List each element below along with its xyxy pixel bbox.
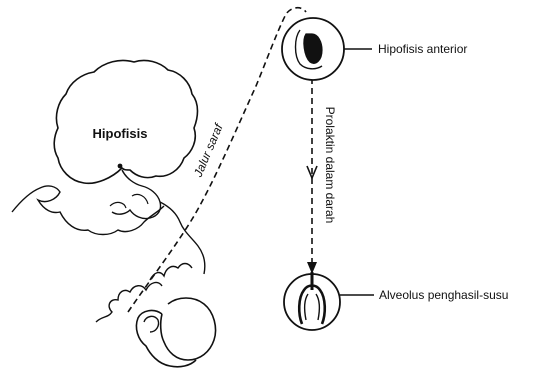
prolactin-label: Prolaktin dalam darah bbox=[323, 107, 337, 224]
brain-tissue-right bbox=[160, 202, 205, 274]
breast-upper-squiggle bbox=[150, 264, 192, 281]
alveolus-label: Alveolus penghasil-susu bbox=[379, 288, 508, 302]
pituitary-label: Hipofisis bbox=[93, 126, 148, 141]
breast-lobe-right bbox=[161, 298, 216, 360]
brain-tissue-left bbox=[12, 186, 164, 235]
pituitary-outline bbox=[54, 60, 197, 183]
pituitary-dot bbox=[118, 164, 123, 169]
brain-tissue-inner bbox=[110, 194, 148, 208]
anterior-pituitary-label: Hipofisis anterior bbox=[378, 42, 467, 56]
nerve-path-line bbox=[128, 8, 306, 312]
nerve-path-label: Jalur saraf bbox=[191, 120, 227, 179]
nipple bbox=[144, 316, 159, 332]
